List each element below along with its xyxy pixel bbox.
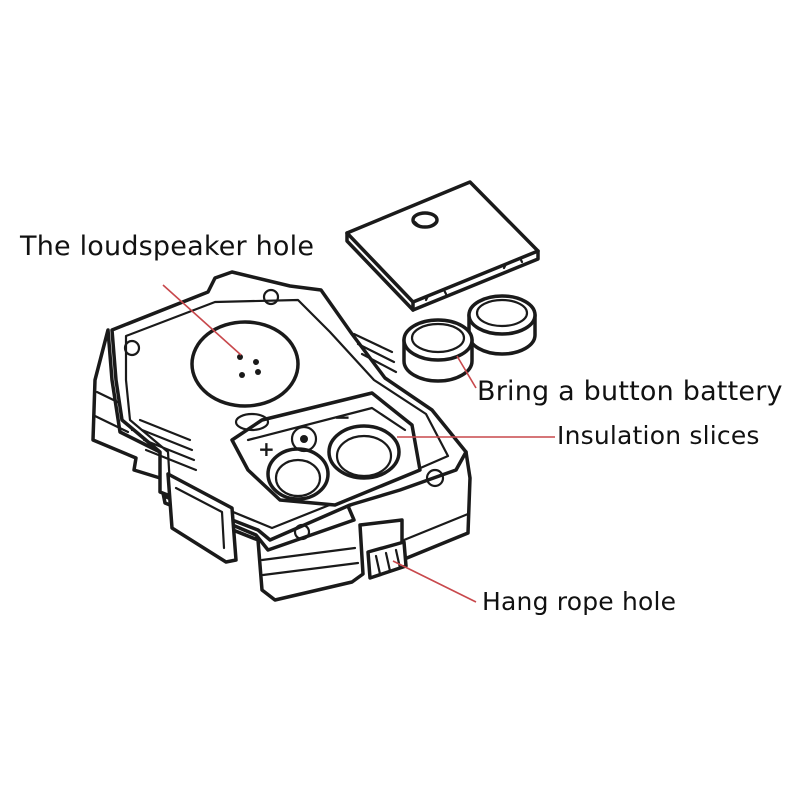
label-insulation-slices: Insulation slices: [557, 421, 760, 450]
label-button-battery: Bring a button battery: [477, 376, 783, 407]
speaker-hole: [239, 372, 245, 378]
speaker-hole: [255, 369, 261, 375]
leader-lines: [162, 284, 555, 603]
leader-line-battery: [456, 355, 477, 389]
compartment-minus-mark: −: [334, 405, 351, 429]
battery-compartment: + −: [230, 391, 422, 507]
speaker-hole: [237, 354, 243, 360]
leader-line-rope: [392, 560, 477, 603]
label-loudspeaker-hole: The loudspeaker hole: [20, 231, 315, 262]
loudspeaker: [190, 320, 300, 408]
button-batteries: [402, 294, 537, 383]
compartment-plus-mark: +: [258, 437, 275, 461]
label-hang-rope-hole: Hang rope hole: [482, 587, 677, 616]
leader-line-speaker: [162, 284, 242, 356]
battery-cover: [345, 180, 540, 312]
speaker-hole: [253, 359, 259, 365]
